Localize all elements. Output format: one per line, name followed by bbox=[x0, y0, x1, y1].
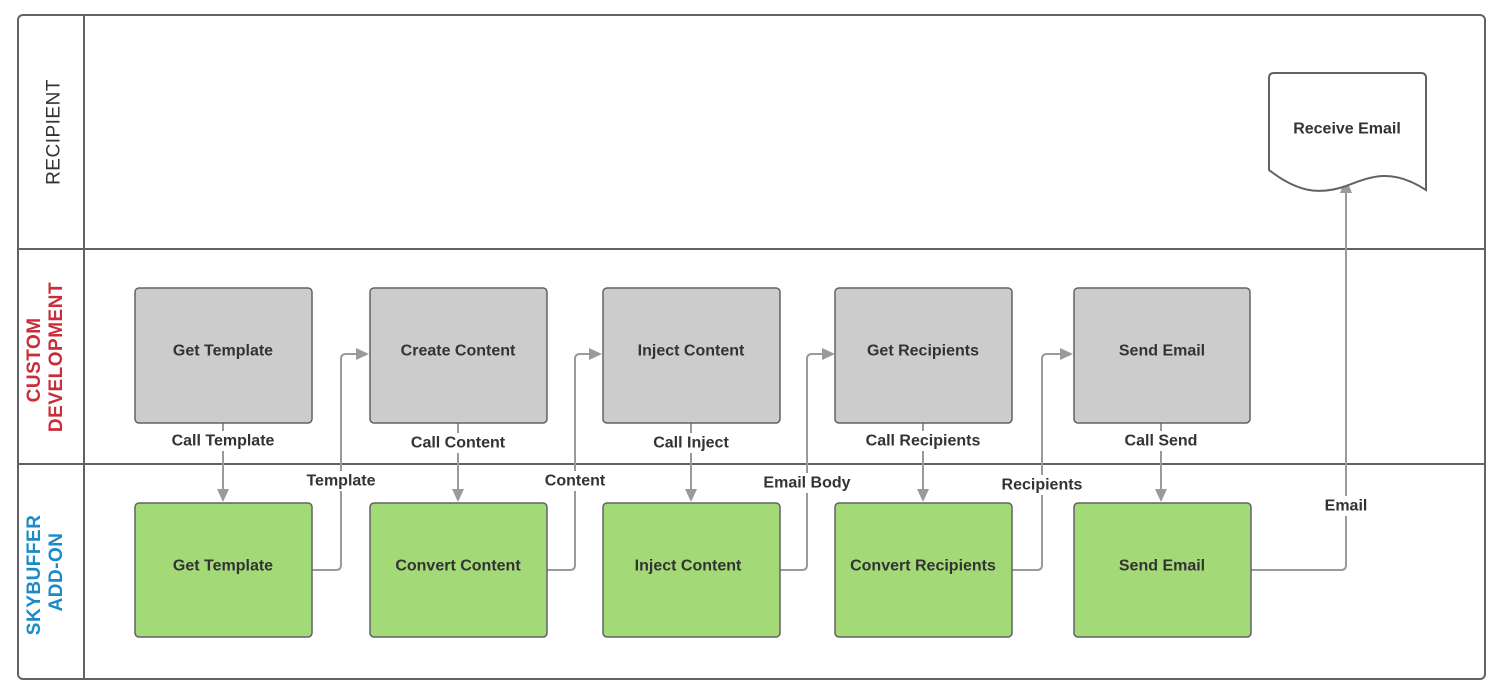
process-rect bbox=[834, 502, 1013, 638]
label-bg bbox=[858, 431, 990, 451]
custom-get-recipients-box[interactable]: Get Recipients bbox=[834, 287, 1013, 424]
label-bg bbox=[302, 471, 380, 491]
return-labels: Template Content Email Body Recipients E… bbox=[302, 471, 1372, 516]
process-rect bbox=[134, 502, 313, 638]
label-bg bbox=[996, 475, 1088, 495]
process-rect bbox=[1073, 287, 1251, 424]
custom-get-template-box[interactable]: Get Template bbox=[134, 287, 313, 424]
process-rect bbox=[602, 502, 781, 638]
return-connectors bbox=[312, 178, 1352, 571]
call-labels: Call Template Call Content Call Inject C… bbox=[164, 431, 1204, 453]
custom-send-email-label: Send Email bbox=[1119, 343, 1205, 360]
arrowhead-call-template bbox=[217, 489, 229, 502]
label-recipients: Recipients bbox=[1002, 477, 1083, 494]
addon-inject-content-box[interactable]: Inject Content bbox=[602, 502, 781, 638]
label-call-inject: Call Inject bbox=[653, 435, 729, 452]
document-shape bbox=[1268, 72, 1427, 192]
process-rect bbox=[602, 287, 781, 424]
addon-convert-recipients-label: Convert Recipients bbox=[850, 558, 996, 575]
connector-content bbox=[547, 353, 590, 571]
arrowhead-call-content bbox=[452, 489, 464, 502]
addon-send-email-label: Send Email bbox=[1119, 558, 1205, 575]
addon-convert-recipients-box[interactable]: Convert Recipients bbox=[834, 502, 1013, 638]
lane-title-recipient: RECIPIENT bbox=[44, 79, 65, 185]
lane-title-addon-line2: ADD-ON bbox=[46, 533, 67, 612]
label-call-send: Call Send bbox=[1125, 433, 1198, 450]
process-rect bbox=[834, 287, 1013, 424]
label-bg bbox=[164, 431, 282, 451]
connector-template bbox=[312, 353, 357, 571]
label-bg bbox=[758, 473, 856, 493]
lane-title-custom-line2: DEVELOPMENT bbox=[46, 282, 67, 432]
addon-inject-content-label: Inject Content bbox=[635, 558, 742, 575]
process-rect bbox=[1073, 502, 1252, 638]
label-bg bbox=[1320, 496, 1372, 516]
label-bg bbox=[646, 433, 736, 453]
label-email: Email bbox=[1325, 498, 1368, 515]
custom-create-content-box[interactable]: Create Content bbox=[369, 287, 548, 424]
arrowhead-recipients bbox=[1060, 348, 1073, 360]
label-bg bbox=[403, 433, 513, 453]
process-rect bbox=[369, 287, 548, 424]
receive-email-label: Receive Email bbox=[1293, 121, 1401, 138]
label-template: Template bbox=[306, 473, 375, 490]
addon-send-email-box[interactable]: Send Email bbox=[1073, 502, 1252, 638]
lane-title-skybuffer-addon: SKYBUFFER ADD-ON bbox=[24, 509, 67, 635]
addon-get-template-box[interactable]: Get Template bbox=[134, 502, 313, 638]
label-call-recipients: Call Recipients bbox=[866, 433, 981, 450]
arrowhead-content bbox=[589, 348, 602, 360]
process-rect bbox=[134, 287, 313, 424]
custom-inject-content-label: Inject Content bbox=[638, 343, 745, 360]
arrowhead-email-body bbox=[822, 348, 835, 360]
lane-title-custom-development: CUSTOM DEVELOPMENT bbox=[24, 282, 67, 432]
custom-send-email-box[interactable]: Send Email bbox=[1073, 287, 1251, 424]
connector-email bbox=[1251, 192, 1347, 571]
connector-email-body bbox=[780, 353, 823, 571]
label-call-content: Call Content bbox=[411, 435, 506, 452]
addon-convert-content-label: Convert Content bbox=[395, 558, 521, 575]
arrowhead-template bbox=[356, 348, 369, 360]
custom-get-template-label: Get Template bbox=[173, 343, 273, 360]
addon-convert-content-box[interactable]: Convert Content bbox=[369, 502, 548, 638]
lane-title-addon-line1: SKYBUFFER bbox=[24, 515, 45, 636]
label-call-template: Call Template bbox=[172, 433, 275, 450]
label-email-body: Email Body bbox=[763, 475, 850, 492]
custom-get-recipients-label: Get Recipients bbox=[867, 343, 979, 360]
connector-recipients bbox=[1012, 353, 1061, 571]
label-bg bbox=[1118, 431, 1204, 451]
label-content: Content bbox=[545, 473, 606, 490]
process-rect bbox=[369, 502, 548, 638]
custom-create-content-label: Create Content bbox=[401, 343, 516, 360]
custom-inject-content-box[interactable]: Inject Content bbox=[602, 287, 781, 424]
arrowhead-call-inject bbox=[685, 489, 697, 502]
lane-title-custom-line1: CUSTOM bbox=[24, 317, 45, 402]
arrowhead-call-recipients bbox=[917, 489, 929, 502]
arrowhead-call-send bbox=[1155, 489, 1167, 502]
receive-email-document[interactable]: Receive Email bbox=[1268, 72, 1427, 192]
label-bg bbox=[540, 471, 610, 491]
addon-get-template-label: Get Template bbox=[173, 558, 273, 575]
